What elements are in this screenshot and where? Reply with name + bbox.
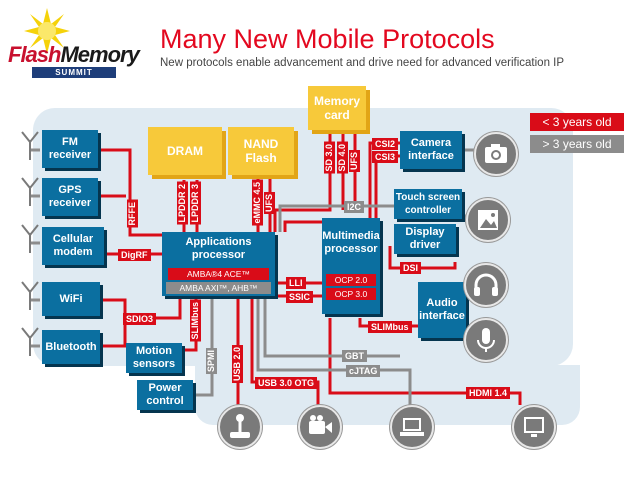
applications-processor-title: Applications processor bbox=[185, 236, 252, 261]
logo-burst-icon bbox=[24, 8, 70, 54]
memory-card-block: Memory card bbox=[308, 86, 366, 130]
logo-flash-text: Flash bbox=[8, 42, 61, 67]
slimbus-audio-label: SLIMbus bbox=[368, 321, 412, 333]
usb30-otg-label: USB 3.0 OTG bbox=[255, 377, 318, 389]
headphones-icon bbox=[464, 263, 508, 307]
fm-link bbox=[98, 148, 162, 237]
sd30-label: SD 3.0 bbox=[324, 142, 335, 174]
joystick-icon bbox=[218, 405, 262, 449]
lpddr3-label: LPDDR 3 bbox=[190, 182, 201, 225]
amba-ace-bus: AMBA®4 ACE™ bbox=[168, 268, 269, 280]
logo-memory-text: Memory bbox=[60, 42, 139, 67]
legend-recent: < 3 years old bbox=[530, 113, 624, 131]
multimedia-processor-title: Multimedia processor bbox=[322, 230, 380, 255]
video-camera-icon bbox=[298, 405, 342, 449]
digrf-label: DigRF bbox=[118, 249, 151, 261]
audio-interface-block: Audio interface bbox=[418, 282, 466, 338]
csi2-label: CSI2 bbox=[372, 138, 399, 150]
laptop-icon bbox=[390, 405, 434, 449]
ocp-30-bus: OCP 3.0 bbox=[326, 288, 376, 300]
ssic-label: SSIC bbox=[286, 291, 314, 303]
sd40-label: SD 4.0 bbox=[337, 142, 348, 174]
camera-icon bbox=[474, 132, 518, 176]
i2c-label: I2C bbox=[344, 201, 365, 213]
tv-icon bbox=[512, 405, 556, 449]
multimedia-processor-block: Multimedia processor OCP 2.0 OCP 3.0 bbox=[322, 218, 380, 314]
cellular-modem-block: Cellular modem bbox=[42, 227, 104, 265]
applications-processor-block: Applications processor AMBA®4 ACE™ AMBA … bbox=[162, 232, 275, 296]
bluetooth-link bbox=[100, 318, 127, 348]
motion-sensors-block: Motion sensors bbox=[126, 343, 182, 373]
ocp-20-bus: OCP 2.0 bbox=[326, 274, 376, 286]
ufs-card-label: UFS bbox=[349, 150, 360, 172]
gbt-label: GBT bbox=[342, 350, 367, 362]
dram-block: DRAM bbox=[148, 127, 222, 175]
lli-label: LLI bbox=[286, 277, 306, 289]
nand-flash-block: NAND Flash bbox=[228, 127, 294, 175]
slimbus-motion-label: SLIMbus bbox=[190, 300, 201, 342]
bluetooth-block: Bluetooth bbox=[42, 330, 100, 364]
page-title: Many New Mobile Protocols bbox=[160, 24, 495, 54]
fm-receiver-block: FM receiver bbox=[42, 130, 98, 168]
cjtag-label: cJTAG bbox=[346, 365, 381, 377]
touch-screen-controller-block: Touch screen controller bbox=[394, 189, 462, 219]
spmi-label: SPMI bbox=[206, 348, 217, 375]
gps-receiver-block: GPS receiver bbox=[42, 178, 98, 216]
camera-interface-block: Camera interface bbox=[400, 131, 462, 169]
sdio3-label: SDIO3 bbox=[123, 313, 157, 325]
dsi-label: DSI bbox=[400, 262, 422, 274]
amba-axi-bus: AMBA AXI™, AHB™ bbox=[166, 282, 271, 294]
hdmi-label: HDMI 1.4 bbox=[466, 387, 511, 399]
emmc-label: eMMC 4.5 bbox=[252, 180, 263, 226]
logo-summit-text: SUMMIT bbox=[32, 67, 116, 78]
legend-older: > 3 years old bbox=[530, 135, 624, 153]
microphone-icon bbox=[464, 318, 508, 362]
csi3-label: CSI3 bbox=[372, 151, 399, 163]
power-control-block: Power control bbox=[137, 380, 193, 410]
wifi-block: WiFi bbox=[42, 282, 100, 316]
image-icon bbox=[466, 198, 510, 242]
lpddr2-label: LPDDR 2 bbox=[177, 182, 188, 225]
ufs-nand-label: UFS bbox=[264, 192, 275, 214]
rffe-label: RFFE bbox=[127, 200, 138, 228]
logo: FlashMemory bbox=[8, 42, 140, 68]
page-subtitle: New protocols enable advancement and dri… bbox=[160, 57, 565, 69]
display-driver-block: Display driver bbox=[394, 224, 456, 254]
usb20-label: USB 2.0 bbox=[232, 345, 243, 384]
